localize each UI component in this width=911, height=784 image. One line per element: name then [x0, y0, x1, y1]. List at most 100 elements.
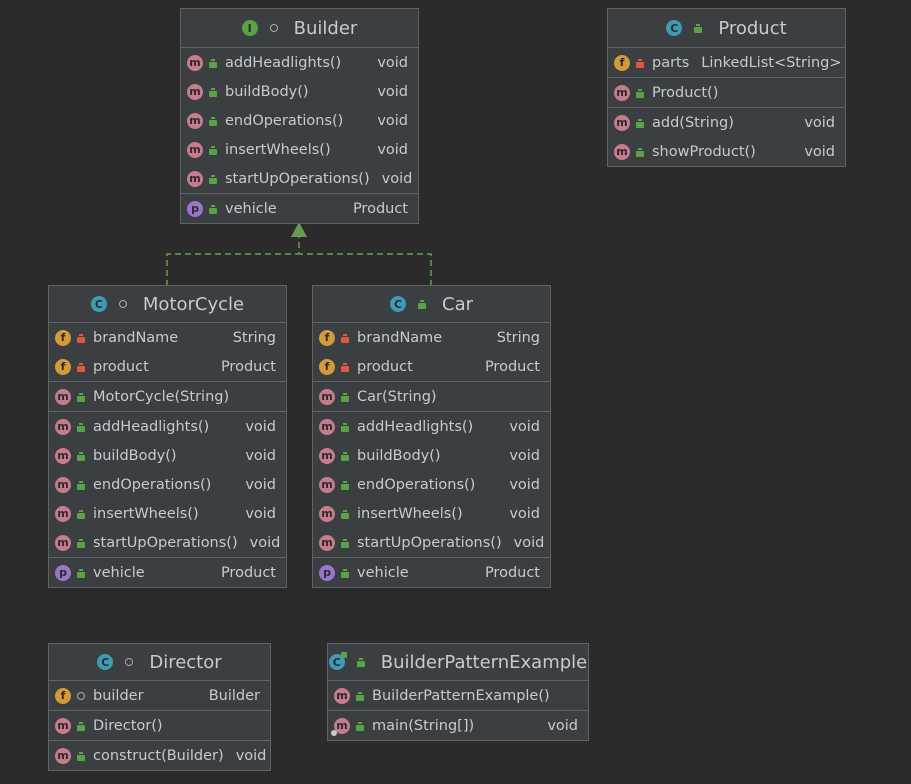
- car-title: Car: [442, 293, 473, 315]
- public-icon: [207, 115, 219, 127]
- public-icon: [75, 421, 87, 433]
- director-header: C Director: [49, 644, 270, 681]
- method-type: void: [509, 447, 540, 464]
- method-icon: m: [319, 534, 335, 551]
- field-name: builder: [93, 687, 144, 704]
- public-icon: [207, 144, 219, 156]
- class-icon: C: [90, 296, 107, 312]
- method-type: void: [245, 476, 276, 493]
- method-icon: m: [55, 505, 71, 522]
- interface-icon: I: [241, 20, 258, 36]
- private-icon: [634, 57, 646, 69]
- package-visibility-icon: [75, 690, 87, 702]
- field-name: brandName: [357, 329, 443, 346]
- method-icon: m: [187, 170, 203, 187]
- method-name: endOperations(): [93, 476, 212, 493]
- method-name: buildBody(): [357, 447, 441, 464]
- public-icon: [75, 750, 87, 762]
- method-name: endOperations(): [225, 112, 344, 129]
- public-icon: [75, 567, 87, 579]
- package-visibility-icon: [123, 656, 135, 668]
- public-icon: [75, 508, 87, 520]
- public-icon: [75, 720, 87, 732]
- class-icon: C: [666, 20, 683, 36]
- field-type: Product: [484, 358, 540, 375]
- property-name: vehicle: [225, 200, 277, 217]
- constructor-name: MotorCycle(String): [93, 388, 230, 405]
- builder-header: I Builder: [181, 9, 418, 48]
- field-type: LinkedList<String>: [701, 54, 842, 71]
- method-icon: m: [614, 143, 630, 160]
- method-icon: m: [55, 747, 71, 764]
- private-icon: [75, 361, 87, 373]
- public-icon: [339, 391, 351, 403]
- public-icon: [634, 117, 646, 129]
- public-icon: [75, 450, 87, 462]
- method-name: addHeadlights(): [225, 54, 342, 71]
- constructor-name: Director(): [93, 717, 163, 734]
- class-icon: C: [97, 654, 114, 670]
- method-icon: m: [187, 83, 203, 100]
- public-icon: [692, 22, 704, 34]
- method-name: insertWheels(): [93, 505, 199, 522]
- public-icon: [339, 450, 351, 462]
- private-icon: [339, 361, 351, 373]
- method-row[interactable]: m buildBody() void: [313, 441, 550, 470]
- method-name: addHeadlights(): [357, 418, 474, 435]
- method-icon: m: [319, 447, 335, 464]
- field-icon: f: [614, 54, 630, 71]
- public-icon: [339, 421, 351, 433]
- director-title: Director: [149, 651, 222, 673]
- static-method-icon: m: [331, 717, 350, 736]
- method-name: insertWheels(): [357, 505, 463, 522]
- field-icon: f: [55, 687, 71, 704]
